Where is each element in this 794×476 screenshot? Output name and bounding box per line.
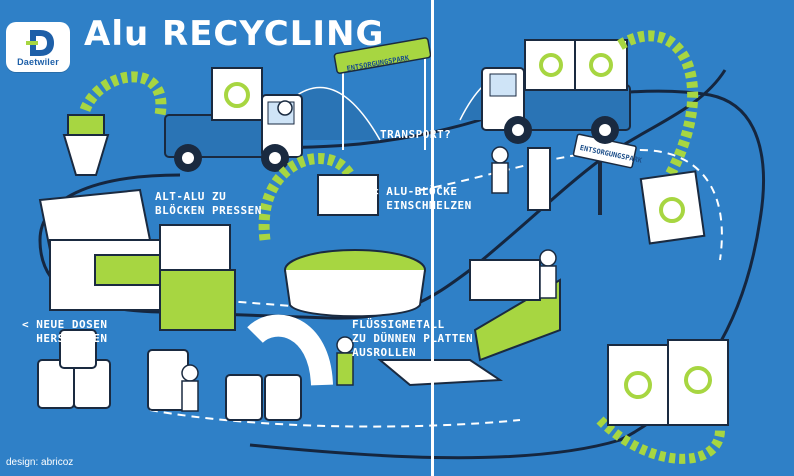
hose-bottom (596, 416, 725, 464)
recycling-bin-left (607, 344, 669, 426)
logo-mark-icon (26, 30, 54, 56)
recycling-bin-right (667, 339, 729, 426)
design-credit: design: abricoz (6, 457, 74, 468)
signpost-left: ENTSORGUNGSPARK (333, 37, 432, 150)
page-title: Alu RECYCLING (84, 14, 385, 54)
label-new-cans: < NEUE DOSEN HERSTELLEN (22, 318, 108, 345)
hose-middle (258, 153, 355, 241)
claw-grabber (62, 114, 110, 176)
label-old-alu: ALT-ALU ZU BLÖCKEN PRESSEN (155, 190, 262, 217)
alu-block-hanging (317, 174, 379, 216)
worker-truck-left (277, 100, 293, 116)
truck-left (164, 67, 303, 172)
rolling-machine (469, 259, 561, 362)
label-melt: < ALU-BLÖCKE EINSCHMELZEN (372, 185, 472, 212)
label-liquid-metal: FLÜSSIGMETALL ZU DÜNNEN PLATTEN AUSROLLE… (352, 318, 474, 359)
press-machine (38, 188, 171, 311)
alu-block-green (159, 269, 236, 331)
worker-melting (491, 146, 509, 194)
daetwiler-logo: Daetwiler (6, 22, 70, 72)
corrugated-pipe (247, 314, 333, 386)
worker-cans (181, 364, 199, 412)
melting-door (527, 147, 551, 211)
road-dash-bottom (149, 409, 521, 428)
road-dash-right (419, 148, 723, 261)
logo-brand-text: Daetwiler (17, 57, 59, 67)
truck-right (481, 39, 631, 144)
new-cans (37, 329, 302, 421)
panel-divider (431, 0, 434, 476)
hose-left (79, 71, 167, 116)
worker-pipe (336, 336, 354, 386)
road-loop (199, 89, 765, 460)
signpost-right: ENTSORGUNGSPARK (572, 133, 643, 215)
recycling-bin-tilted (639, 170, 706, 245)
press-table (377, 359, 504, 387)
hose-right (617, 30, 699, 178)
melting-vat (284, 249, 426, 318)
label-transport: TRANSPORT? (380, 128, 452, 141)
worker-rolling (539, 249, 557, 299)
